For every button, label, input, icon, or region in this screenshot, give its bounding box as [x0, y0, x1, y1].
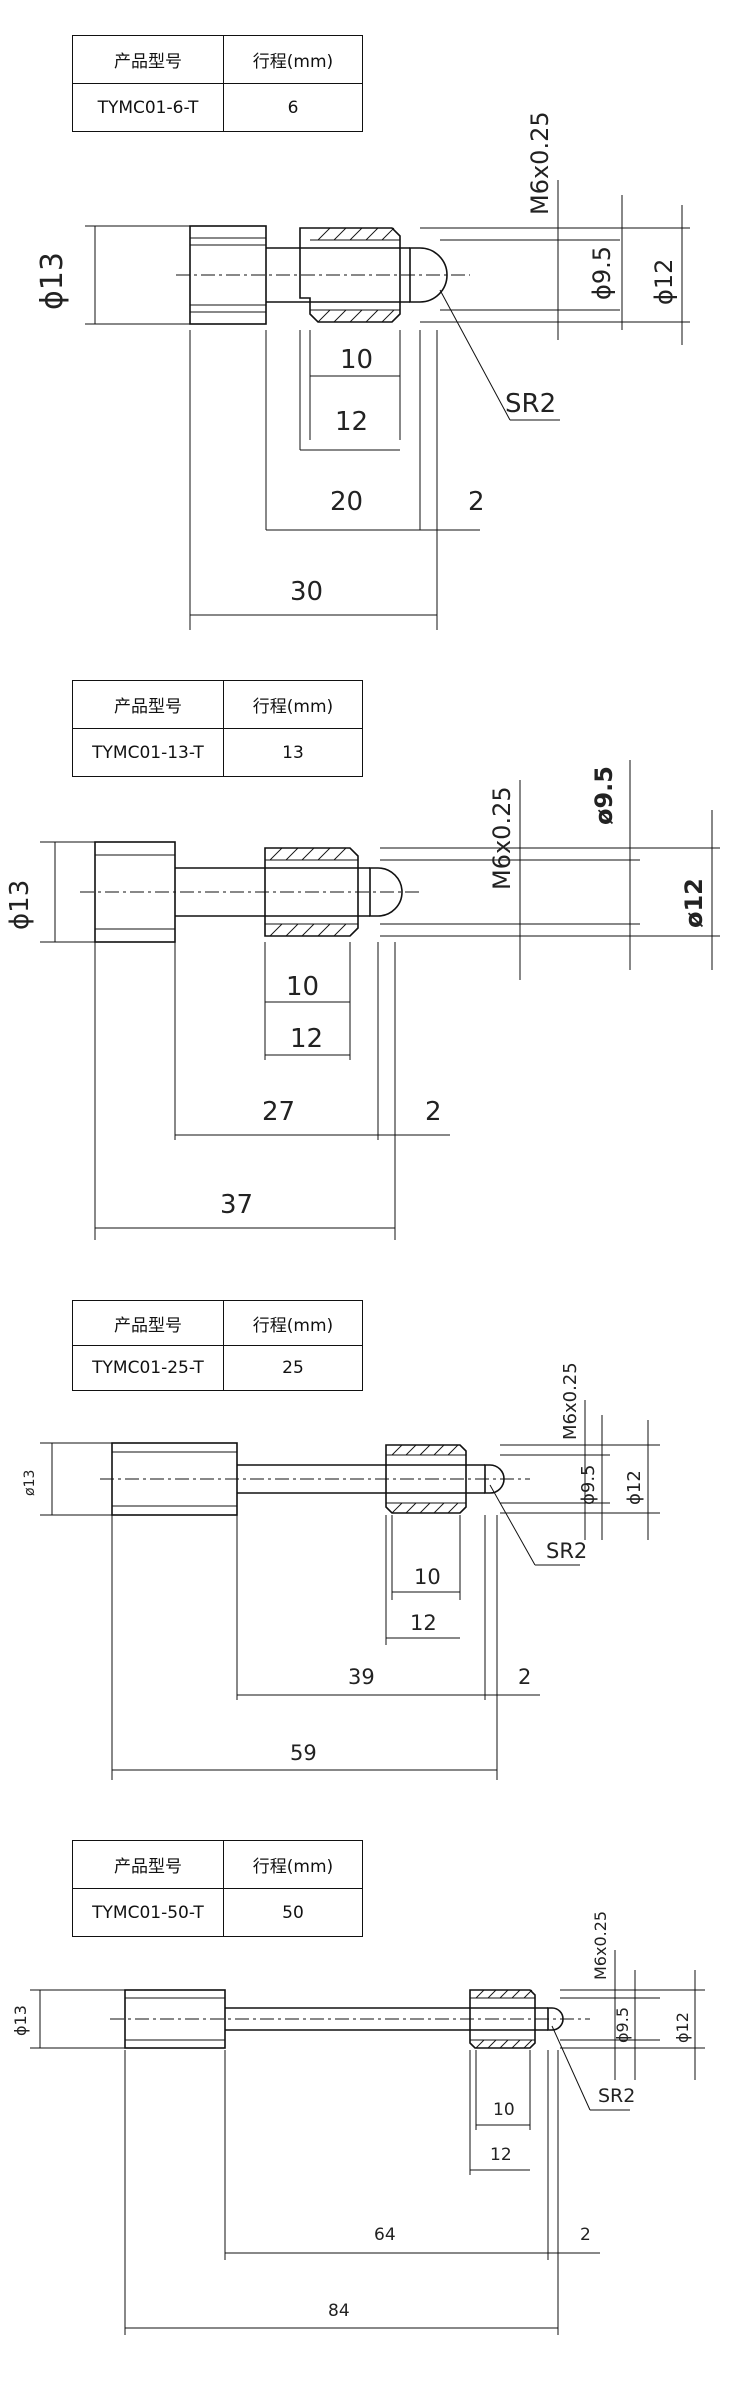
drawing-section-2: 产品型号 行程(mm) TYMC01-13-T 13	[0, 680, 750, 1280]
knob	[124, 1989, 226, 2049]
header-model: 产品型号	[72, 35, 224, 84]
spec-table: 产品型号 行程(mm) TYMC01-50-T 50	[72, 1840, 363, 1937]
dim-d4: 2	[425, 1097, 442, 1127]
drawing-section-1: 产品型号 行程(mm) TYMC01-6-T 6	[0, 0, 750, 650]
dim-d5: 37	[220, 1190, 253, 1220]
part-drawing: 10 12 39 2 59 SR2 ø13 M6x0.25 ϕ9.5 ϕ12	[22, 1362, 660, 1780]
spec-table: 产品型号 行程(mm) TYMC01-6-T 6	[72, 35, 363, 132]
dim-pin-dia: ϕ9.5	[578, 1465, 599, 1506]
dim-thread: M6x0.25	[488, 786, 516, 890]
header-stroke: 行程(mm)	[223, 1840, 363, 1889]
stroke-value: 13	[223, 728, 363, 777]
header-model: 产品型号	[72, 680, 224, 729]
dim-thread: M6x0.25	[560, 1362, 581, 1440]
model-value: TYMC01-50-T	[72, 1888, 224, 1937]
dim-d5: 30	[290, 577, 323, 607]
dim-d3: 20	[330, 487, 363, 517]
dim-d1: 10	[493, 2100, 515, 2120]
dim-d2: 12	[335, 407, 368, 437]
pin-tip	[484, 1464, 505, 1494]
dim-d1: 10	[340, 345, 373, 375]
header-stroke: 行程(mm)	[223, 1300, 363, 1346]
dim-d3: 27	[262, 1097, 295, 1127]
dim-d3: 64	[374, 2225, 396, 2245]
dim-body-dia: ϕ12	[624, 1470, 645, 1505]
header-model: 产品型号	[72, 1840, 224, 1889]
dim-body-dia: ϕ12	[673, 2012, 692, 2043]
dim-thread: M6x0.25	[591, 1911, 610, 1980]
pin-tip	[409, 247, 448, 303]
pin-tip	[369, 867, 403, 917]
dim-pin-dia: ϕ9.5	[588, 246, 616, 300]
dim-d4: 2	[580, 2225, 591, 2245]
dim-d4: 2	[518, 1665, 531, 1689]
header-stroke: 行程(mm)	[223, 35, 363, 84]
dim-d3: 39	[348, 1665, 375, 1689]
part-drawing: 10 12 27 2 37 ϕ13 M6x0.25 ø9.5 ø12	[5, 760, 720, 1240]
dim-radius: SR2	[546, 1539, 587, 1563]
dim-body-dia: ϕ12	[650, 259, 678, 305]
housing	[299, 227, 401, 323]
dim-knob-dia: ø13	[22, 1470, 38, 1496]
dim-d2: 12	[490, 2145, 512, 2165]
spec-table: 产品型号 行程(mm) TYMC01-25-T 25	[72, 1300, 363, 1391]
dim-knob-dia: ϕ13	[35, 252, 70, 310]
dim-thread: M6x0.25	[526, 111, 554, 215]
dim-radius: SR2	[598, 2085, 635, 2107]
stroke-value: 50	[223, 1888, 363, 1937]
dim-body-dia: ø12	[680, 878, 708, 928]
dim-pin-dia: ϕ9.5	[613, 2007, 632, 2043]
dim-d4: 2	[468, 487, 485, 517]
header-model: 产品型号	[72, 1300, 224, 1346]
dim-d2: 12	[290, 1024, 323, 1054]
drawing-section-4: 产品型号 行程(mm) TYMC01-50-T 50	[0, 1840, 750, 2380]
housing	[264, 847, 359, 937]
dim-d5: 84	[328, 2301, 350, 2321]
dim-d5: 59	[290, 1741, 317, 1765]
dim-d1: 10	[414, 1565, 441, 1589]
dim-radius: SR2	[505, 389, 556, 419]
drawing-section-3: 产品型号 行程(mm) TYMC01-25-T 25	[0, 1300, 750, 1800]
dim-pin-dia: ø9.5	[590, 766, 618, 825]
model-value: TYMC01-13-T	[72, 728, 224, 777]
housing	[385, 1444, 467, 1514]
dim-knob-dia: ϕ13	[5, 880, 35, 930]
part-drawing: 10 12 64 2 84 SR2 ϕ13 M6x0.25 ϕ9.5 ϕ12	[11, 1911, 705, 2335]
dim-knob-dia: ϕ13	[11, 2005, 30, 2036]
stroke-value: 6	[223, 83, 363, 132]
dim-d2: 12	[410, 1611, 437, 1635]
spec-table: 产品型号 行程(mm) TYMC01-13-T 13	[72, 680, 363, 777]
header-stroke: 行程(mm)	[223, 680, 363, 729]
dim-d1: 10	[286, 972, 319, 1002]
stroke-value: 25	[223, 1345, 363, 1391]
model-value: TYMC01-25-T	[72, 1345, 224, 1391]
part-drawing: 10 12 20 2 30 SR2 ϕ13 M6x0.25 ϕ9.5 ϕ12	[35, 111, 690, 630]
pin-tip	[547, 2007, 564, 2031]
